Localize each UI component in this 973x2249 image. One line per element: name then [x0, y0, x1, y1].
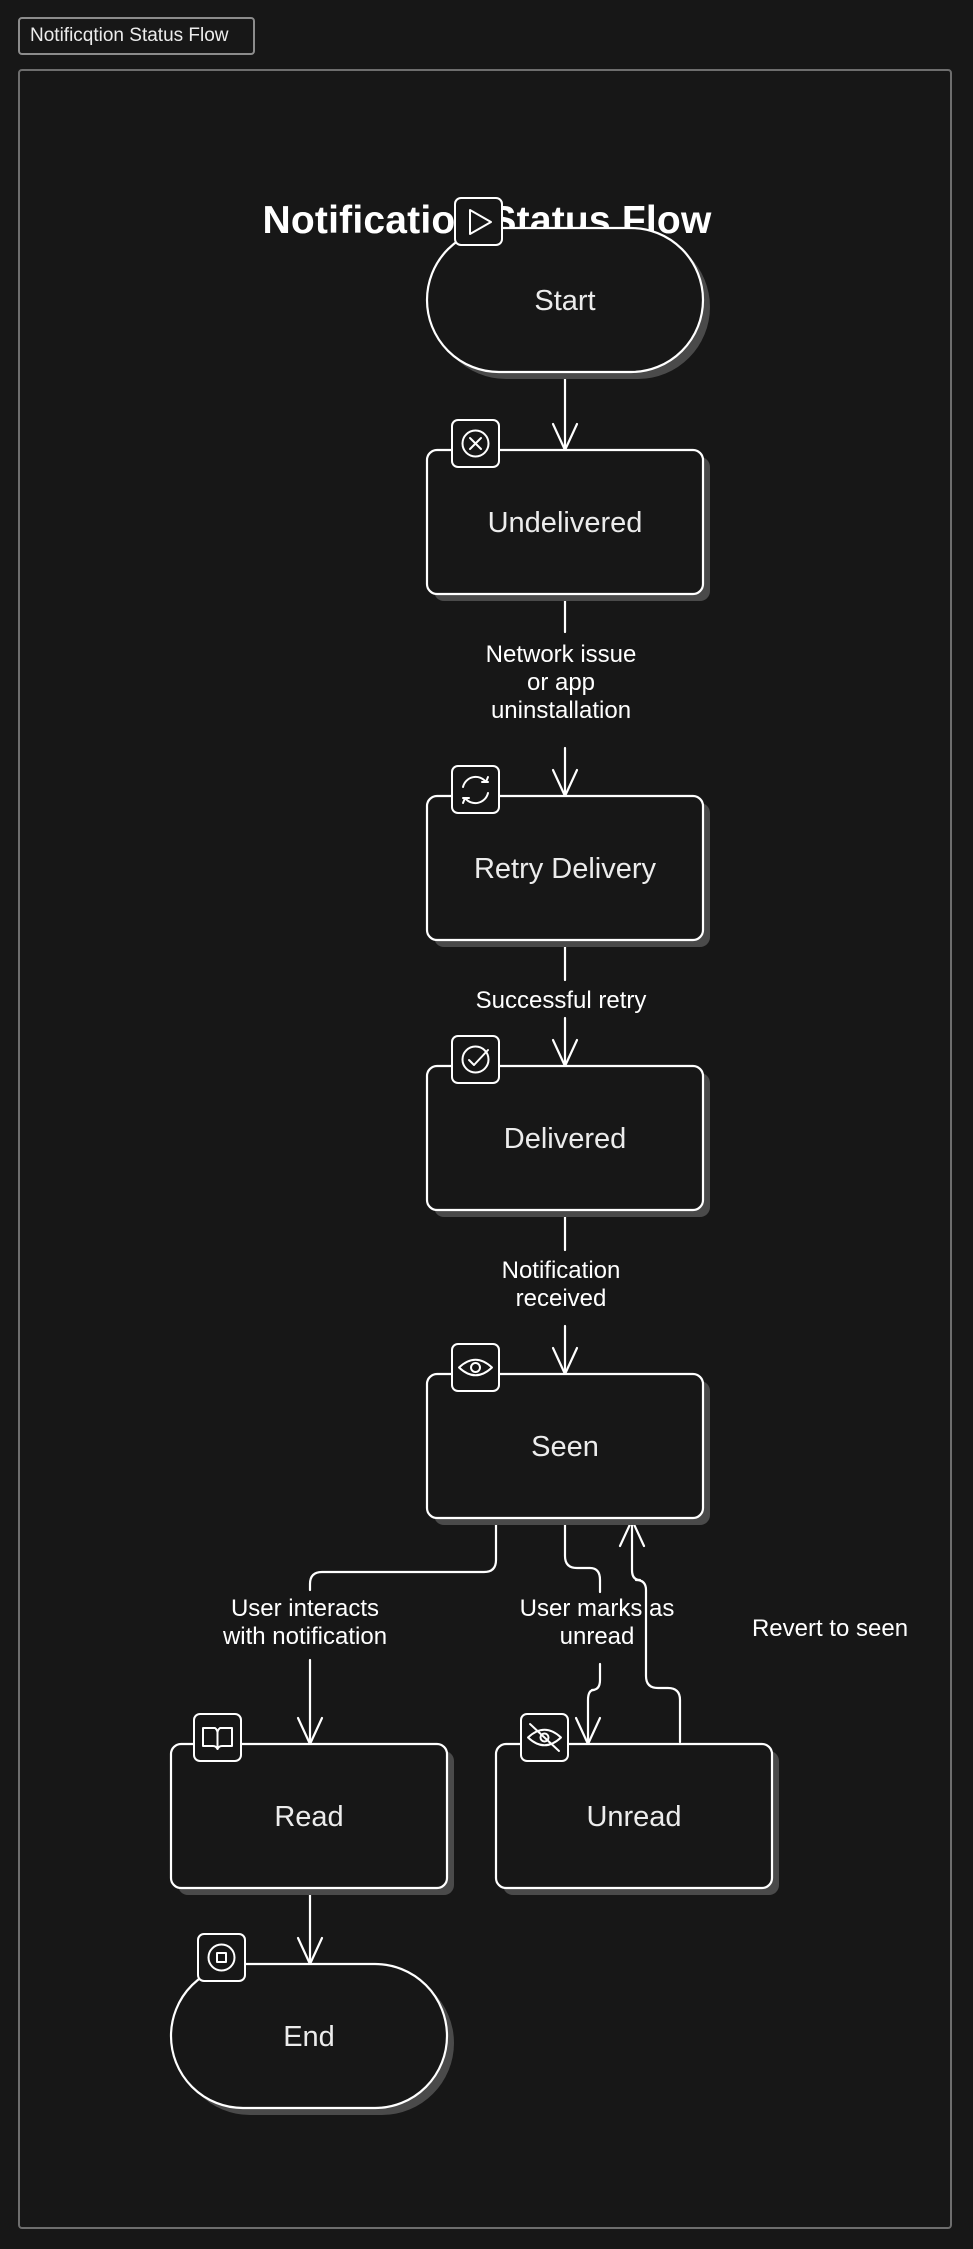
- edge-seen-unread: [563, 1518, 602, 1744]
- edge-label-revert: Revert to seen: [752, 1615, 908, 1642]
- refresh-icon: [462, 775, 489, 805]
- undelivered-node[interactable]: [425, 448, 705, 596]
- edge-unread-seen: [630, 1518, 682, 1744]
- edge-label-marks: User marks as: [520, 1595, 675, 1622]
- stop-circle-icon: [207, 1943, 236, 1972]
- eye-icon: [458, 1358, 493, 1377]
- delivered-node[interactable]: [425, 1064, 705, 1212]
- read-node[interactable]: [169, 1742, 449, 1890]
- edge-label-interacts: User interacts: [231, 1595, 379, 1622]
- edge-label-received: received: [516, 1285, 607, 1312]
- eye-off-icon: [527, 1723, 562, 1752]
- undelivered-label: Undelivered: [488, 507, 643, 539]
- start-label: Start: [534, 285, 595, 317]
- seen-node[interactable]: [425, 1372, 705, 1520]
- seen-label: Seen: [531, 1431, 599, 1463]
- book-icon: [202, 1727, 233, 1750]
- end-label: End: [283, 2021, 335, 2053]
- edge-label-network: Network issue: [486, 641, 637, 668]
- edge-label-network: or app: [527, 669, 595, 696]
- edge-label-success: Successful retry: [476, 987, 647, 1014]
- unread-node[interactable]: [494, 1742, 774, 1890]
- delivered-label: Delivered: [504, 1123, 627, 1155]
- edge-label-received: Notification: [502, 1257, 621, 1284]
- tab-title[interactable]: Notificqtion Status Flow: [18, 17, 255, 55]
- edge-label-network: uninstallation: [491, 697, 631, 724]
- unread-label: Unread: [586, 1801, 681, 1833]
- edge-label-marks: unread: [560, 1623, 635, 1650]
- read-label: Read: [274, 1801, 343, 1833]
- play-icon: [469, 209, 492, 235]
- start-node[interactable]: [425, 226, 705, 374]
- end-node[interactable]: [169, 1962, 449, 2110]
- retry-delivery-node[interactable]: [425, 794, 705, 942]
- check-circle-icon: [461, 1045, 490, 1074]
- retry-delivery-label: Retry Delivery: [474, 853, 657, 885]
- edge-seen-read: [308, 1518, 498, 1744]
- x-circle-icon: [461, 429, 490, 458]
- edge-label-interacts: with notification: [222, 1623, 387, 1650]
